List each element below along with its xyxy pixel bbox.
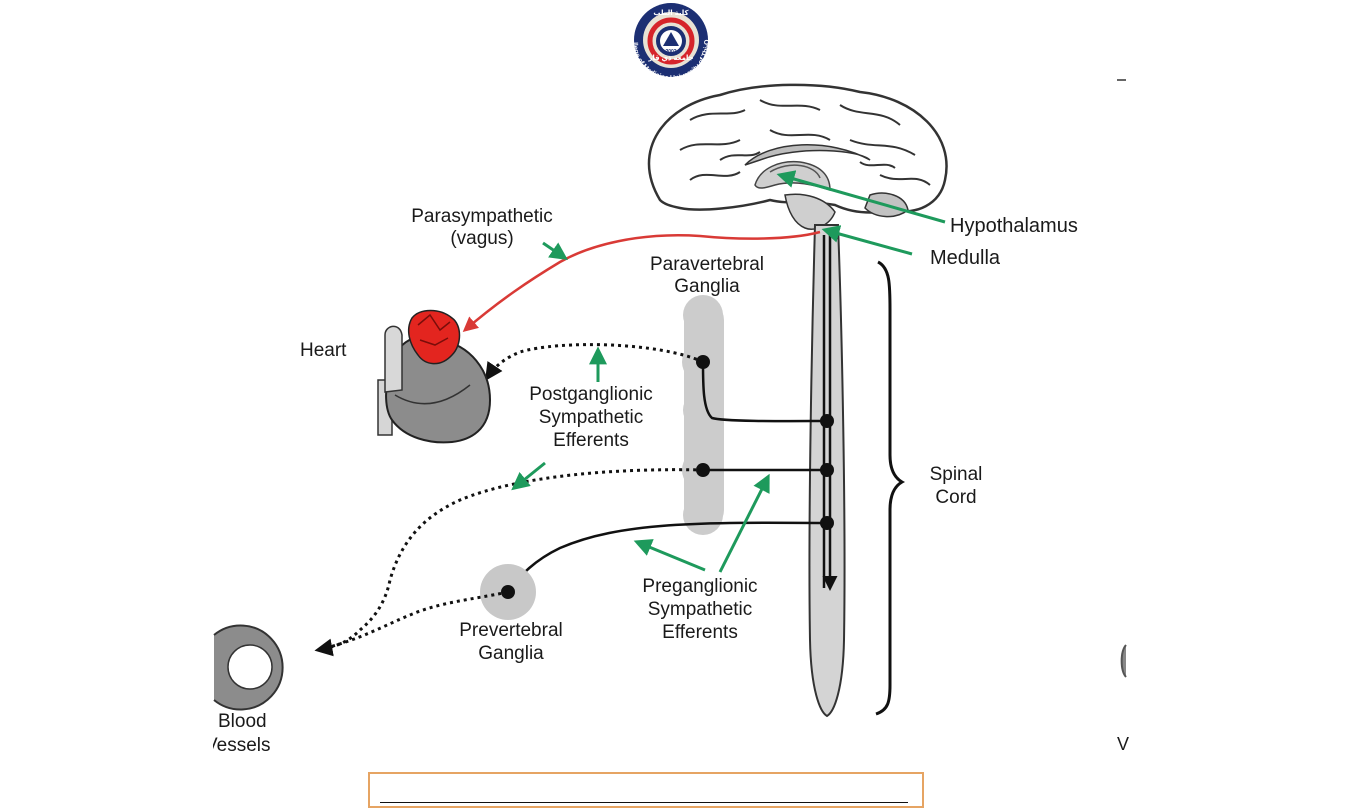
label-prevertebral-line1: Prevertebral bbox=[459, 620, 563, 641]
label-medulla: Medulla bbox=[930, 247, 1001, 269]
label-preganglionic-line2: Sympathetic bbox=[648, 599, 753, 620]
label-parasympathetic-line1: Parasympathetic bbox=[411, 206, 553, 227]
label-hypothalamus: Hypothalamus bbox=[950, 215, 1078, 237]
label-preganglionic-line3: Efferents bbox=[662, 622, 738, 643]
spinal-cord-brace bbox=[875, 260, 906, 716]
blood-vessel bbox=[213, 624, 284, 711]
arrow-preganglionic-left bbox=[633, 539, 706, 572]
spinal-synapse-dots bbox=[820, 414, 834, 530]
postganglionic-fibers bbox=[314, 343, 704, 657]
label-parasympathetic-line2: (vagus) bbox=[450, 228, 513, 249]
label-paravertebral-line2: Ganglia bbox=[674, 276, 740, 297]
logo-university-name: جامعة ذي قار bbox=[647, 55, 693, 62]
arrow-preganglionic-up bbox=[718, 473, 770, 573]
arrow-medulla bbox=[821, 225, 913, 256]
edge-mark-ring bbox=[1120, 644, 1127, 678]
footer-underline bbox=[380, 802, 908, 803]
crop-mask-left bbox=[0, 80, 213, 760]
label-postganglionic-line1: Postganglionic bbox=[529, 384, 653, 405]
label-prevertebral-line2: Ganglia bbox=[478, 643, 544, 664]
vagus-nerve-path bbox=[462, 230, 821, 332]
logo-ring-text: College of Medicine University of Thi-Qa… bbox=[0, 0, 711, 82]
label-postganglionic-line3: Efferents bbox=[553, 430, 629, 451]
logo-arabic-name: كلية الطب bbox=[653, 9, 689, 17]
heart bbox=[377, 309, 492, 444]
label-pointer-arrows bbox=[511, 170, 946, 573]
label-spinal-cord-line2: Cord bbox=[935, 487, 976, 508]
label-blood-vessels-line2: Vessels bbox=[205, 735, 270, 756]
arrow-hypothalamus bbox=[776, 170, 946, 224]
arrow-postganglionic-down bbox=[511, 461, 546, 491]
label-postganglionic-line2: Sympathetic bbox=[539, 407, 644, 428]
edge-mark-letter: V bbox=[1117, 734, 1129, 754]
label-spinal-cord-line1: Spinal bbox=[930, 464, 983, 485]
paravertebral-ganglia-chain bbox=[682, 295, 724, 535]
label-paravertebral-line1: Paravertebral bbox=[650, 254, 764, 275]
college-logo: كلية الطب جامعة ذي قار College of Medici… bbox=[0, 0, 711, 82]
label-heart: Heart bbox=[300, 340, 347, 361]
logo-year: 2002 bbox=[665, 49, 676, 55]
arrow-parasympathetic bbox=[542, 241, 568, 261]
label-preganglionic-line1: Preganglionic bbox=[642, 576, 757, 597]
brain bbox=[647, 83, 948, 230]
label-blood-vessels-line1: Blood bbox=[218, 711, 267, 732]
diagram-labels: Parasympathetic (vagus) Hypothalamus Med… bbox=[205, 206, 1078, 756]
footer-box bbox=[368, 772, 924, 808]
